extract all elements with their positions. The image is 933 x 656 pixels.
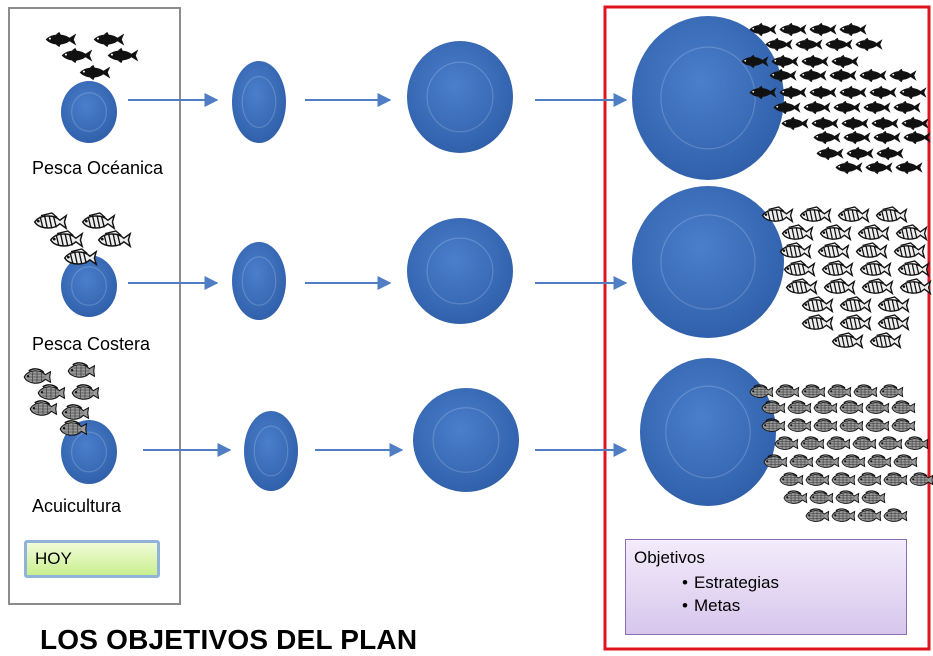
row-label-pesca-costera: Pesca Costera	[32, 334, 151, 354]
objectives-box: Objetivos Estrategias Metas	[625, 539, 907, 635]
row-3-node-stage-2	[244, 411, 298, 491]
row-3-node-stage-3	[413, 388, 519, 492]
objectives-title: Objetivos	[634, 548, 705, 567]
row-2-node-stage-2	[232, 242, 286, 320]
current-stage-panel	[8, 7, 181, 605]
row-3-node-goal	[640, 358, 776, 506]
objectives-list: Estrategias Metas	[634, 571, 906, 617]
row-2-node-stage-1	[61, 255, 117, 317]
grouper-fish-icon	[33, 212, 131, 266]
row-2-node-stage-3	[407, 218, 513, 324]
goals-panel	[603, 5, 931, 651]
tilapia-school-goal-icon	[749, 384, 933, 523]
objectives-item: Metas	[682, 594, 906, 617]
row-label-pesca-oceanica: Pesca Océanica	[32, 158, 164, 178]
row-1-node-stage-3	[407, 41, 513, 153]
grouper-school-goal-icon	[761, 206, 931, 349]
objectives-item: Estrategias	[682, 571, 906, 594]
row-1-node-goal	[632, 16, 784, 180]
row-1-node-stage-2	[232, 61, 286, 143]
row-1-node-stage-1	[61, 81, 117, 143]
today-badge: HOY	[24, 540, 160, 578]
row-2-node-goal	[632, 186, 784, 338]
tuna-fish-icon	[45, 31, 139, 81]
plan-title: LOS OBJETIVOS DEL PLAN	[40, 624, 418, 655]
row-3-node-stage-1	[61, 420, 117, 484]
row-label-acuicultura: Acuicultura	[32, 496, 122, 516]
